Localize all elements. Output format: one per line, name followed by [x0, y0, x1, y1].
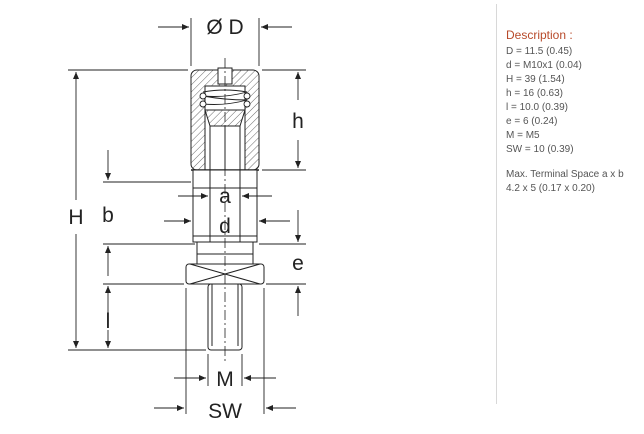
label-e: e: [292, 252, 304, 275]
spring-coil: [199, 89, 251, 108]
description-title: Description :: [506, 28, 573, 42]
spec-M: M = M5: [506, 130, 540, 141]
spec-l: l = 10.0 (0.39): [506, 102, 568, 113]
dimension-labels: Ø D H b h a d e l M SW: [68, 16, 303, 423]
label-l: l: [106, 310, 111, 333]
spec-h: h = 16 (0.63): [506, 88, 563, 99]
label-diameter: Ø D: [206, 16, 243, 39]
label-h: h: [292, 110, 304, 133]
label-SW: SW: [208, 400, 242, 423]
description-panel: Description : D = 11.5 (0.45) d = M10x1 …: [506, 28, 640, 196]
technical-drawing: Ø D H b h a d e l M SW: [68, 16, 306, 423]
spec-SW: SW = 10 (0.39): [506, 144, 574, 155]
terminal-space-label: Max. Terminal Space a x b: [506, 169, 624, 180]
spec-D: D = 11.5 (0.45): [506, 46, 573, 57]
label-b: b: [102, 204, 114, 227]
spacer: [506, 157, 640, 168]
terminal-space-value: 4.2 x 5 (0.17 x 0.20): [506, 183, 595, 194]
spec-e: e = 6 (0.24): [506, 116, 558, 127]
label-H: H: [68, 206, 83, 229]
label-d: d: [219, 215, 231, 238]
dimension-lines: [68, 18, 306, 414]
spec-H: H = 39 (1.54): [506, 74, 565, 85]
panel-divider: [496, 4, 497, 404]
label-a: a: [219, 185, 231, 208]
label-M: M: [216, 368, 234, 391]
spec-d: d = M10x1 (0.04): [506, 60, 582, 71]
